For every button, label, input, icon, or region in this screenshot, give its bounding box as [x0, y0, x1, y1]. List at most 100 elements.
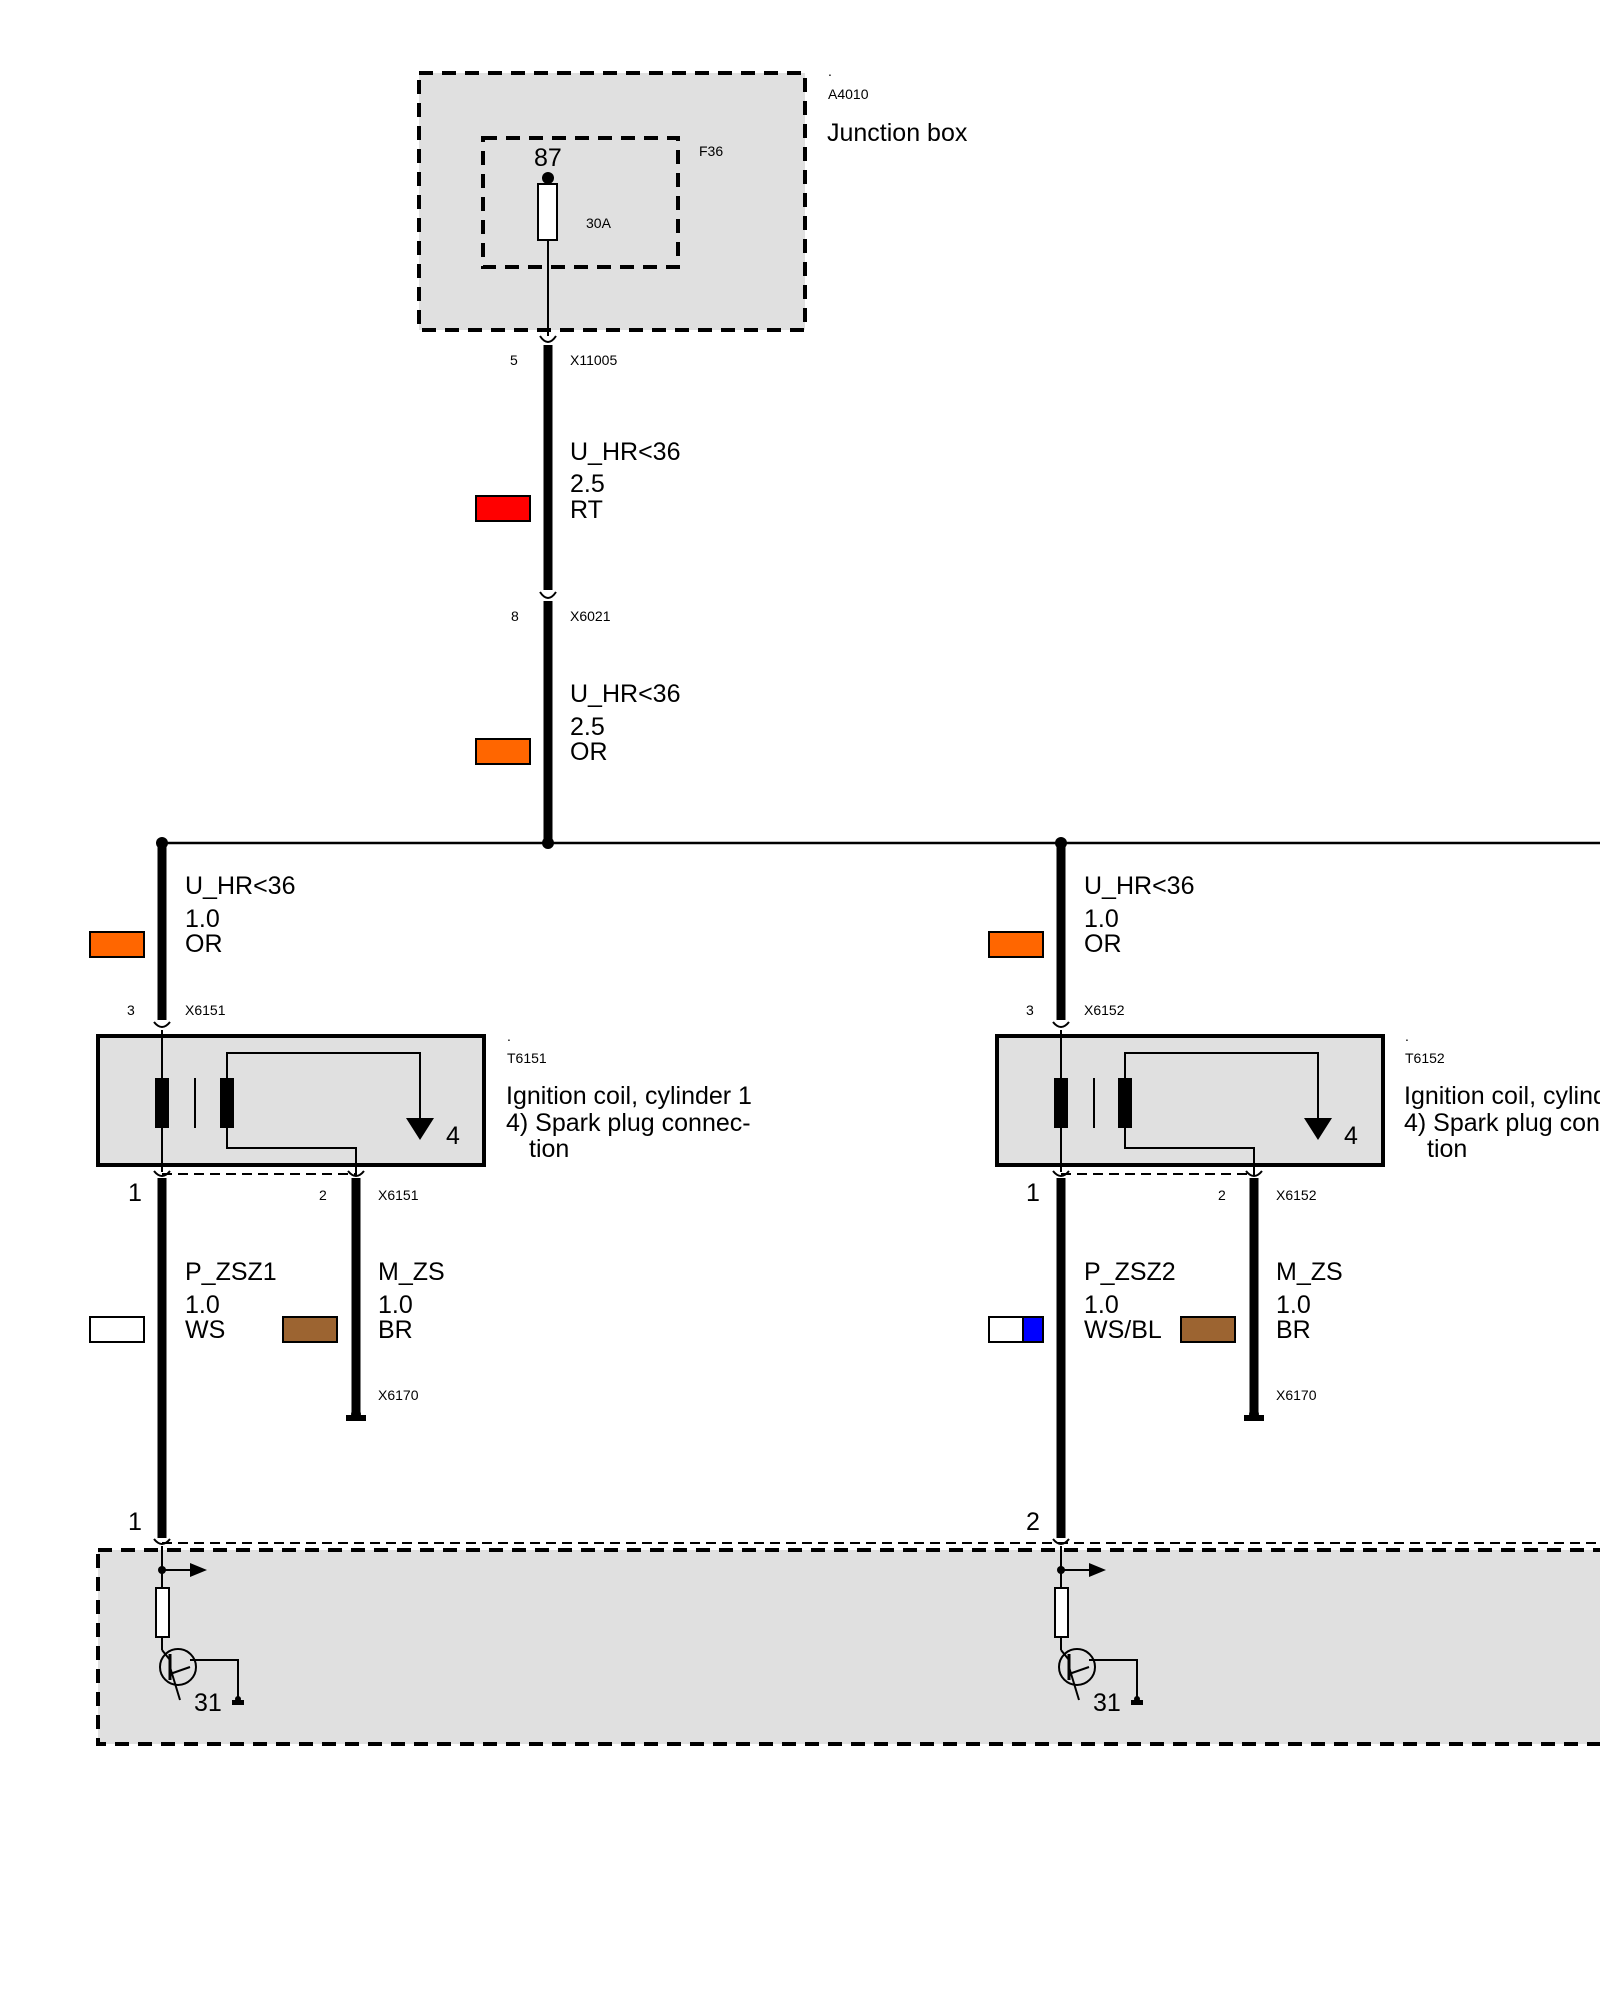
connector-x6170-name: X6170: [378, 1387, 419, 1403]
wire-signal: U_HR<36: [570, 438, 680, 466]
wire-signal: P_ZSZ1: [185, 1258, 277, 1286]
wire-gauge: 1.0: [185, 905, 220, 933]
connector-fork: [1052, 1021, 1070, 1028]
coil1-spark-arrow-icon: [406, 1118, 434, 1140]
wire-label-coil2-in: U_HR<36 1.0 OR: [988, 872, 1194, 958]
wire-signal: U_HR<36: [570, 680, 680, 708]
transistor-icon: [159, 1648, 239, 1701]
wire-color-swatch-brown: [282, 1316, 338, 1343]
fuse-rating: 30A: [586, 215, 612, 231]
connector-fork: [1245, 1170, 1263, 1177]
resistor-icon: [155, 1587, 170, 1638]
wire-signal: U_HR<36: [185, 872, 295, 900]
wire-color-code: WS/BL: [1084, 1316, 1162, 1344]
wire-color-swatch-blue: [1022, 1316, 1044, 1343]
fuse-id: F36: [699, 143, 723, 159]
signal-arrow-icon: [1089, 1563, 1106, 1577]
wire-label-coil2-gnd: M_ZS 1.0 BR: [1180, 1258, 1343, 1344]
wire-label-coil1-ctrl: P_ZSZ1 1.0 WS: [89, 1258, 277, 1344]
junction-box-dot: .: [828, 63, 832, 79]
wire-color-code: BR: [378, 1316, 413, 1344]
wire-color-swatch-orange: [475, 738, 531, 765]
ground-icon: [232, 1696, 244, 1705]
coil2-dot: .: [1405, 1028, 1409, 1044]
coil1-note-line2: tion: [529, 1135, 569, 1163]
connector-name: X6152: [1276, 1187, 1317, 1203]
connector-pin: 3: [127, 1002, 135, 1018]
wire-color-swatch-red: [475, 495, 531, 522]
connector-fork: [1052, 1170, 1070, 1177]
coil1-ctrl-pin: 1: [128, 1179, 142, 1207]
coil2-return-path: [1124, 1128, 1255, 1175]
ground-terminal-dot: [351, 1409, 361, 1419]
wire-label-main-or: U_HR<36 2.5 OR: [475, 680, 680, 766]
terminal-87-label: 87: [534, 144, 562, 172]
coil2-name: Ignition coil, cylinder 2: [1404, 1082, 1600, 1110]
ecu-pin-1: 1: [128, 1508, 142, 1536]
connector-x11005: 5 X11005: [510, 335, 617, 368]
coil2-ctrl-pin: 1: [1026, 1179, 1040, 1207]
ecu-ground-label-1: 31: [194, 1689, 222, 1717]
wire-color-code: OR: [570, 738, 608, 766]
wire-signal: U_HR<36: [1084, 872, 1194, 900]
connector-x6152-in: 3 X6152: [1026, 1002, 1125, 1028]
wire-color-swatch-white: [988, 1316, 1024, 1343]
connector-name: X6151: [378, 1187, 419, 1203]
coil1-secondary-path: [226, 1052, 421, 1118]
connector-pin: 2: [319, 1187, 327, 1203]
connector-x6021-pin: 8: [511, 608, 519, 624]
ecu-pin-2: 2: [1026, 1508, 1040, 1536]
connector-name: X6151: [185, 1002, 226, 1018]
connector-pin: 2: [1218, 1187, 1226, 1203]
wire-color-code: RT: [570, 496, 603, 524]
connector-x11005-pin: 5: [510, 352, 518, 368]
wire-gauge: 1.0: [1276, 1291, 1311, 1319]
ecu-ground-label-2: 31: [1093, 1689, 1121, 1717]
connector-x6021-name: X6021: [570, 608, 611, 624]
connector-pin: 3: [1026, 1002, 1034, 1018]
connector-x6021: 8 X6021: [511, 591, 611, 624]
coil1-secondary-winding: [220, 1078, 234, 1128]
coil2-secondary-winding: [1118, 1078, 1132, 1128]
coil1-id: T6151: [507, 1050, 547, 1066]
junction-box-name: Junction box: [827, 119, 968, 147]
connector-fork: [153, 1021, 171, 1028]
wire-gauge: 1.0: [1084, 1291, 1119, 1319]
wire-signal: M_ZS: [378, 1258, 445, 1286]
wire-gauge: 1.0: [378, 1291, 413, 1319]
coil1-primary-winding: [155, 1078, 169, 1128]
control-unit-outline: [96, 1548, 1600, 1746]
resistor-icon: [1054, 1587, 1069, 1638]
fuse-icon: [537, 183, 558, 241]
ground-terminal-dot: [1249, 1409, 1259, 1419]
coil1-return-path: [226, 1128, 357, 1175]
connector-fork: [347, 1170, 365, 1177]
wire-color-code: WS: [185, 1316, 225, 1344]
coil1-dot: .: [507, 1028, 511, 1044]
wire-color-swatch-orange: [89, 931, 145, 958]
coil2-secondary-path: [1124, 1052, 1319, 1118]
wire-label-main-rt: U_HR<36 2.5 RT: [475, 438, 680, 524]
coil2-spark-arrow-icon: [1304, 1118, 1332, 1140]
connector-x6170-name: X6170: [1276, 1387, 1317, 1403]
wire-color-swatch-brown: [1180, 1316, 1236, 1343]
signal-arrow-icon: [190, 1563, 207, 1577]
coil2-primary-winding: [1054, 1078, 1068, 1128]
wire-color-swatch-orange: [988, 931, 1044, 958]
wire-gauge: 2.5: [570, 713, 605, 741]
coil1-name: Ignition coil, cylinder 1: [506, 1082, 752, 1110]
connector-name: X6152: [1084, 1002, 1125, 1018]
wire-signal: M_ZS: [1276, 1258, 1343, 1286]
wire-color-code: OR: [185, 930, 223, 958]
wire-gauge: 2.5: [570, 470, 605, 498]
connector-x11005-name: X11005: [570, 352, 617, 368]
connector-fork: [153, 1538, 171, 1545]
wire-label-coil1-gnd: M_ZS 1.0 BR: [282, 1258, 445, 1344]
connector-fork: [1052, 1538, 1070, 1545]
wire-color-code: BR: [1276, 1316, 1311, 1344]
connector-x6151-in: 3 X6151: [127, 1002, 226, 1028]
coil2-note-line2: tion: [1427, 1135, 1467, 1163]
coil1-output-pin: 4: [446, 1122, 460, 1150]
wire-color-swatch-white: [89, 1316, 145, 1343]
